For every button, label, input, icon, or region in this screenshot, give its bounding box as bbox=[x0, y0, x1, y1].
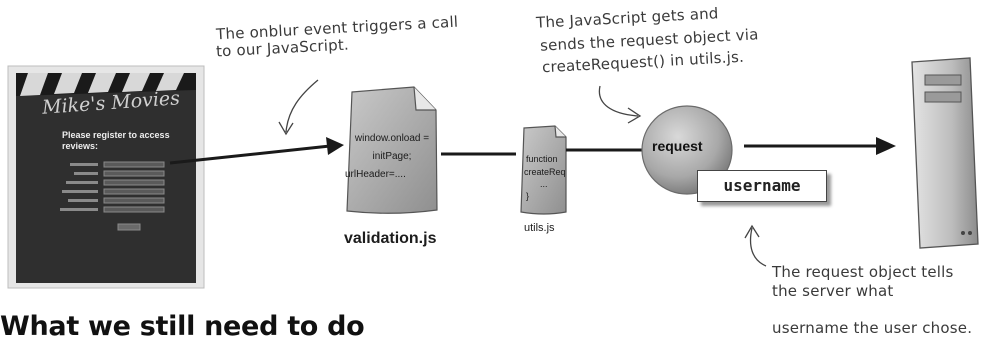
server-note-line1: The request object tells bbox=[772, 263, 954, 281]
validation-code-line3: urlHeader=.... bbox=[345, 169, 406, 180]
utils-code-line2: createReq bbox=[524, 167, 566, 177]
server-note-line3: username the user chose. bbox=[772, 319, 973, 337]
browser-screenshot bbox=[7, 65, 205, 289]
validation-js-document bbox=[346, 86, 438, 214]
utils-code-line4: } bbox=[526, 191, 530, 201]
form-field-labels bbox=[60, 163, 98, 211]
screenshot-heading-line2: reviews: bbox=[62, 141, 99, 151]
username-field-box: username bbox=[697, 170, 827, 202]
server-pointer-head bbox=[744, 224, 760, 239]
onblur-pointer-head bbox=[278, 121, 294, 136]
section-title: What we still need to do bbox=[0, 311, 365, 342]
js-pointer-arrow bbox=[598, 85, 639, 117]
utils-code-line1: function bbox=[526, 154, 558, 164]
js-pointer-head bbox=[627, 107, 642, 124]
screenshot-heading-line1: Please register to access bbox=[62, 130, 170, 140]
utils-caption: utils.js bbox=[524, 222, 555, 234]
server-icon bbox=[911, 57, 979, 249]
validation-caption: validation.js bbox=[344, 230, 437, 247]
arrow-form-to-validation bbox=[169, 137, 344, 165]
validation-code-line2: initPage; bbox=[372, 151, 412, 162]
clapperboard-stripes bbox=[16, 73, 196, 96]
arrow-request-to-server bbox=[744, 137, 896, 155]
onblur-pointer-arrow bbox=[285, 79, 319, 133]
utils-code-line3: ... bbox=[540, 179, 548, 189]
validation-code-line1: window.onload = bbox=[354, 133, 430, 144]
request-label: request bbox=[652, 138, 703, 154]
server-note-line2: the server what bbox=[772, 282, 894, 300]
server-pointer-arrow bbox=[749, 227, 767, 267]
utils-js-document bbox=[520, 125, 567, 215]
form-fields bbox=[103, 161, 165, 231]
